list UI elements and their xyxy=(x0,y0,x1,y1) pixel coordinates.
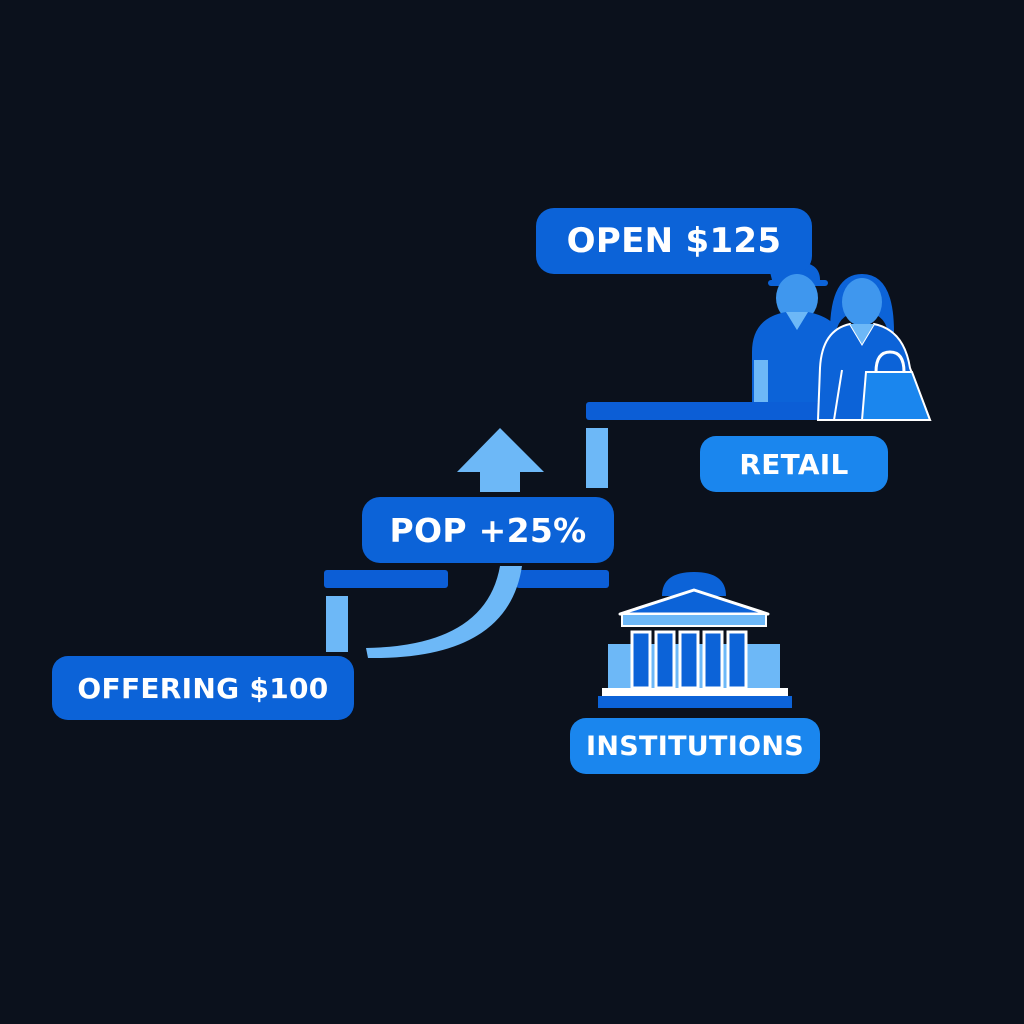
upper-step-post xyxy=(586,428,608,488)
retail-investors-icon xyxy=(752,262,932,421)
lower-step-bar-right xyxy=(516,570,609,588)
retail-label: RETAIL xyxy=(739,447,849,481)
curve-arrow-body xyxy=(366,566,522,659)
offering-price-label: OFFERING $100 xyxy=(77,671,329,705)
retail-badge: RETAIL xyxy=(700,436,888,492)
open-price-bubble: OPEN $125 xyxy=(536,208,812,274)
offering-price-badge: OFFERING $100 xyxy=(52,656,354,720)
open-price-label: OPEN $125 xyxy=(566,221,782,261)
shopping-bag-icon xyxy=(860,350,932,421)
lower-step-bar-left xyxy=(324,570,448,588)
lower-step xyxy=(324,570,609,652)
pop-percent-label: POP +25% xyxy=(389,510,587,550)
pop-percent-badge: POP +25% xyxy=(362,497,614,563)
institutions-badge: INSTITUTIONS xyxy=(570,718,820,774)
up-arrow-icon xyxy=(457,428,544,492)
upper-step xyxy=(586,402,820,488)
institution-building-icon xyxy=(598,572,792,708)
lower-step-post xyxy=(326,596,348,652)
upper-step-bar xyxy=(586,402,820,420)
institutions-label: INSTITUTIONS xyxy=(586,730,804,762)
